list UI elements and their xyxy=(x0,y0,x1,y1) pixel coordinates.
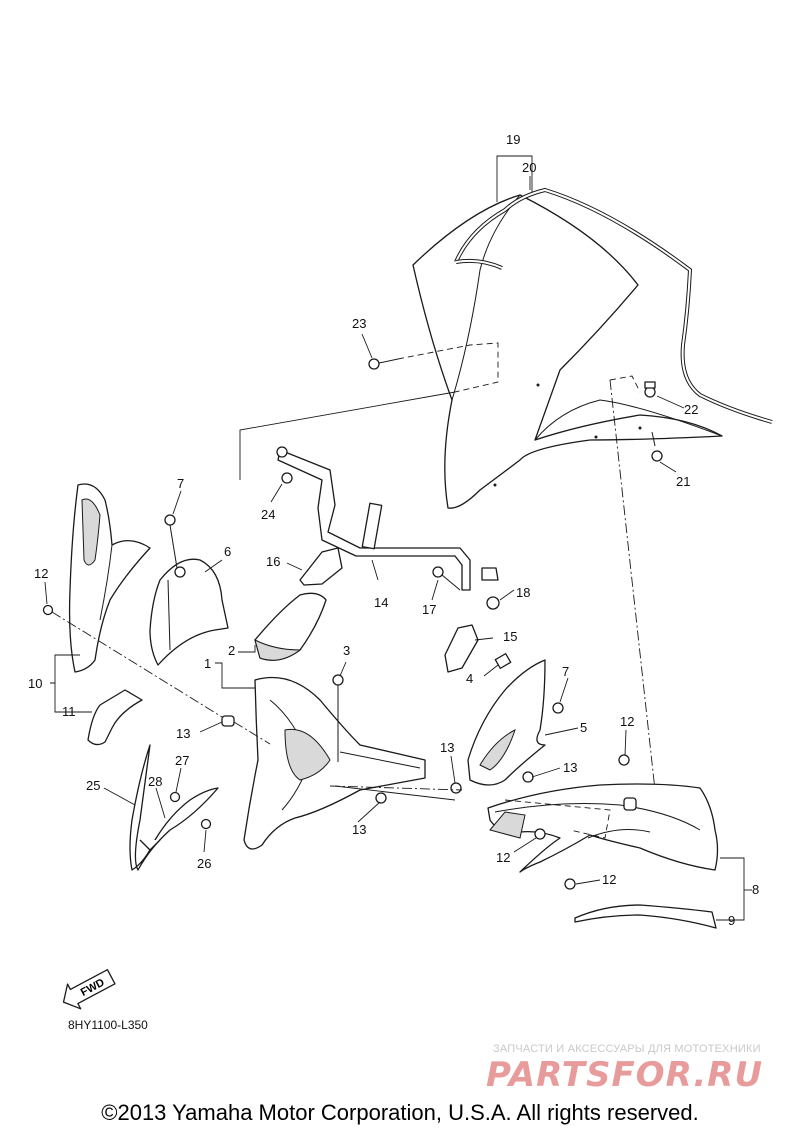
callout-27: 27 xyxy=(175,753,189,768)
inner-panel-1 xyxy=(243,676,426,850)
callout-22: 22 xyxy=(684,402,698,417)
callout-12a: 12 xyxy=(34,566,48,581)
callout-7a: 7 xyxy=(177,476,184,491)
callout-1: 1 xyxy=(204,656,211,671)
diagram-code: 8HY1100-L350 xyxy=(68,1018,148,1032)
watermark-caption: ЗАПЧАСТИ И АКСЕССУАРЫ ДЛЯ МОТОТЕХНИКИ xyxy=(493,1043,761,1055)
screw-3 xyxy=(332,674,344,762)
exploded-parts-diagram: 19 20 23 22 21 7 6 24 16 14 17 18 12 15 … xyxy=(28,132,773,1010)
callout-10: 10 xyxy=(28,676,42,691)
callout-28: 28 xyxy=(148,774,162,789)
callout-24: 24 xyxy=(261,507,275,522)
callout-14: 14 xyxy=(374,595,388,610)
callout-5: 5 xyxy=(580,720,587,735)
callout-9: 9 xyxy=(728,913,735,928)
callout-12d: 12 xyxy=(602,872,616,887)
callout-8: 8 xyxy=(752,882,759,897)
cowl-8 xyxy=(487,783,719,873)
panel-5 xyxy=(467,659,546,786)
callout-6: 6 xyxy=(224,544,231,559)
fwd-arrow-icon: FWD xyxy=(62,969,116,1010)
screw-27 xyxy=(169,791,181,803)
copyright-notice: ©2013 Yamaha Motor Corporation, U.S.A. A… xyxy=(101,1100,699,1125)
screw-26 xyxy=(200,818,212,830)
callout-11: 11 xyxy=(62,704,76,719)
callout-7b: 7 xyxy=(562,664,569,679)
grommet-13-a xyxy=(221,715,235,727)
trim-9 xyxy=(574,904,717,929)
clip-4 xyxy=(494,653,512,669)
callout-12b: 12 xyxy=(620,714,634,729)
screw-12-right xyxy=(534,754,630,890)
windshield xyxy=(412,194,723,509)
lower-panel-25 xyxy=(129,744,219,871)
duct-15 xyxy=(444,624,479,673)
callout-13b: 13 xyxy=(440,740,454,755)
side-panel-10 xyxy=(68,483,151,673)
screw-7-right xyxy=(552,702,564,714)
callout-numbers: 19 20 23 22 21 7 6 24 16 14 17 18 12 15 … xyxy=(28,132,759,928)
callout-2: 2 xyxy=(228,643,235,658)
callout-13c: 13 xyxy=(563,760,577,775)
callout-19: 19 xyxy=(506,132,520,147)
watermark-logo: PARTSFOR.RU xyxy=(486,1055,764,1095)
callout-3: 3 xyxy=(343,643,350,658)
bolt-24 xyxy=(276,446,293,484)
callout-13d: 13 xyxy=(352,822,366,837)
callout-18: 18 xyxy=(516,585,530,600)
callout-21: 21 xyxy=(676,474,690,489)
callout-16: 16 xyxy=(266,554,280,569)
screw-22 xyxy=(644,381,656,398)
callout-25: 25 xyxy=(86,778,100,793)
stay-bracket xyxy=(277,449,499,591)
screw-7-upper xyxy=(164,514,178,569)
screw-12-left xyxy=(42,604,54,616)
callout-17: 17 xyxy=(422,602,436,617)
grommet-13-b xyxy=(375,771,534,804)
callout-20: 20 xyxy=(522,160,536,175)
nut-18 xyxy=(486,596,500,610)
callout-15: 15 xyxy=(503,629,517,644)
callout-13a: 13 xyxy=(176,726,190,741)
bracket-11 xyxy=(87,689,143,746)
duct-16 xyxy=(299,547,343,586)
windshield-assembly xyxy=(412,187,773,509)
panel-6 xyxy=(149,558,229,666)
screw-21 xyxy=(651,431,663,462)
leader-lines xyxy=(44,155,752,921)
callout-4: 4 xyxy=(466,671,473,686)
callout-12c: 12 xyxy=(496,850,510,865)
bolt-17 xyxy=(432,566,461,591)
callout-26: 26 xyxy=(197,856,211,871)
callout-23: 23 xyxy=(352,316,366,331)
screw-23 xyxy=(368,358,399,370)
